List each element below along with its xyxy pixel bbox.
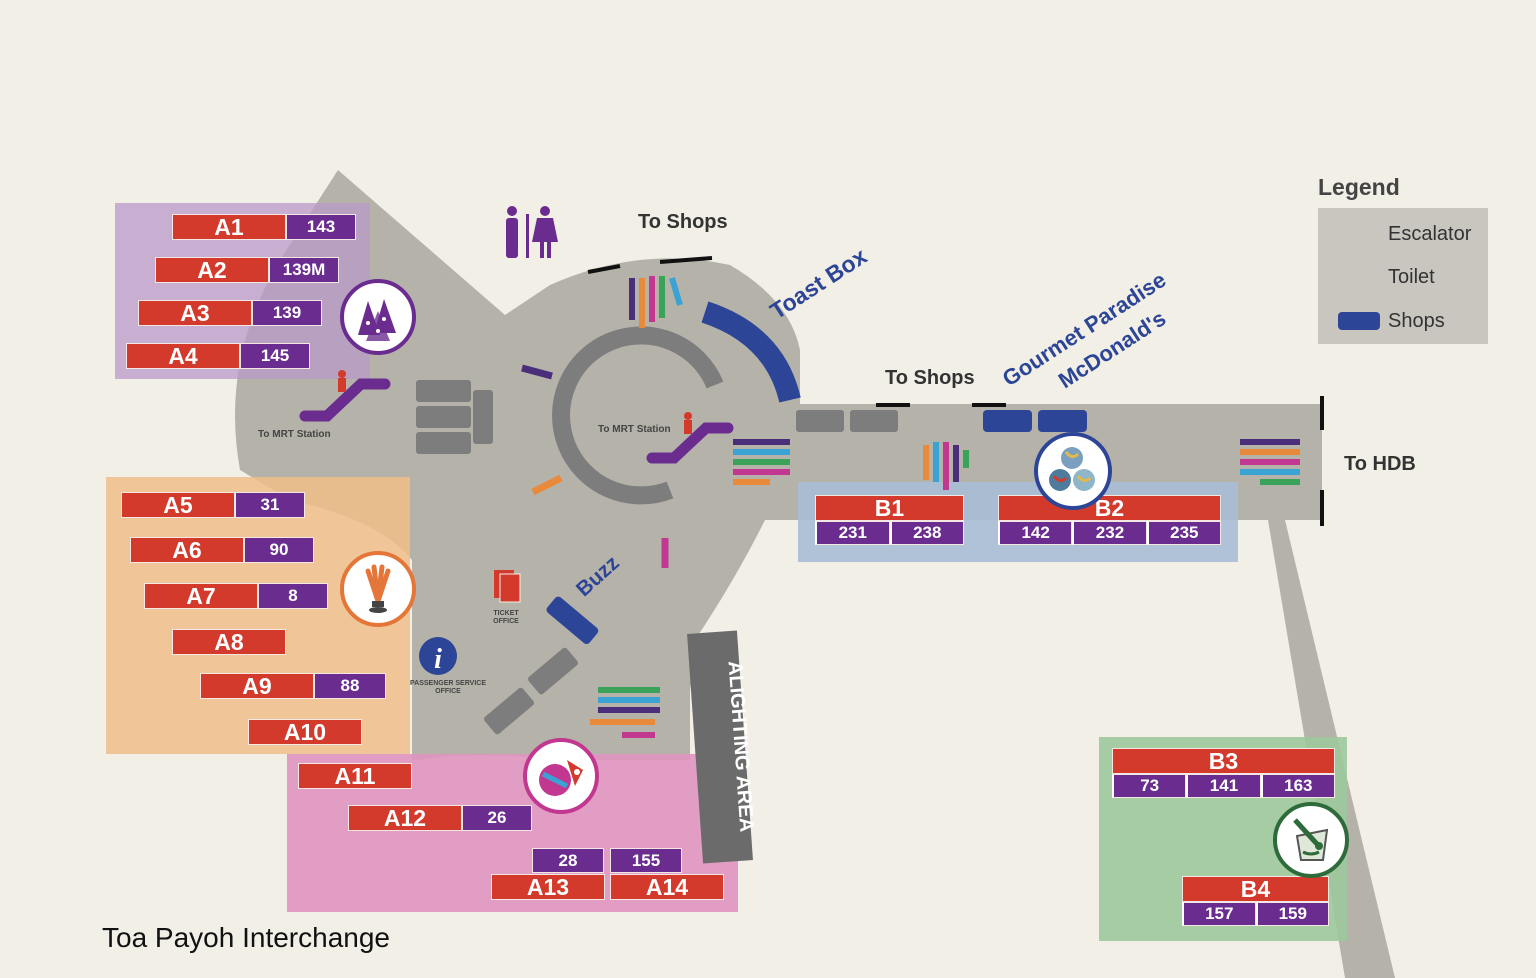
zone-emblem-purple-icon	[340, 279, 416, 355]
escalator-icon	[646, 412, 734, 464]
bench	[528, 647, 578, 695]
bench	[850, 410, 898, 432]
legend-panel: Escalator Toilet Shops	[1318, 208, 1488, 344]
ticket-office-icon	[494, 570, 521, 603]
to-hdb-label: To HDB	[1344, 453, 1416, 475]
legend-title: Legend	[1318, 174, 1400, 200]
route-number: 145	[240, 343, 310, 369]
info-icon: i	[419, 637, 457, 675]
ticket-office-label: TICKET OFFICE	[493, 610, 519, 625]
route-number: 157	[1182, 902, 1256, 926]
berth-a5: A5 31	[121, 492, 305, 518]
berth-a13-route: 28	[532, 848, 604, 873]
bench	[796, 410, 844, 432]
legend-shops-icon	[1338, 312, 1380, 330]
mrt-ring	[552, 326, 724, 505]
legend-escalator-label: Escalator	[1388, 223, 1472, 245]
berth-b2: B2 142 232 235	[998, 495, 1221, 545]
map-title: Toa Payoh Interchange	[102, 922, 390, 953]
zone-emblem-green-icon	[1273, 802, 1349, 878]
berth-code: A6	[130, 537, 244, 563]
berth-a12: A12 26	[348, 805, 532, 831]
berth-code: B4	[1182, 876, 1329, 902]
berth-a14-route: 155	[610, 848, 682, 873]
berth-a4: A4 145	[126, 343, 310, 369]
route-number: 155	[610, 848, 682, 873]
berth-code: A13	[491, 874, 605, 900]
route-number: 141	[1186, 774, 1261, 798]
route-number: 73	[1112, 774, 1187, 798]
berth-code: A7	[144, 583, 258, 609]
route-number: 159	[1255, 902, 1329, 926]
berth-code: A8	[172, 629, 286, 655]
legend-toilet-label: Toilet	[1388, 266, 1435, 288]
shop-toast-box	[701, 301, 801, 403]
route-number: 142	[998, 521, 1073, 545]
berth-code: A2	[155, 257, 269, 283]
to-mrt-left-label: To MRT Station	[258, 429, 331, 440]
route-number: 31	[235, 492, 305, 518]
route-number: 232	[1072, 521, 1147, 545]
berth-b3: B3 73 141 163	[1112, 748, 1335, 798]
berth-code: A11	[298, 763, 412, 789]
berth-code: B1	[815, 495, 964, 521]
route-number: 143	[286, 214, 356, 240]
bench	[473, 390, 493, 444]
alighting-area-box	[687, 630, 753, 864]
escalator-icon	[299, 370, 391, 422]
berth-a6: A6 90	[130, 537, 314, 563]
berth-a7: A7 8	[144, 583, 328, 609]
berth-a13: A13	[491, 874, 605, 900]
berth-a14: A14	[610, 874, 724, 900]
berth-code: A10	[248, 719, 362, 745]
legend-shops-label: Shops	[1388, 310, 1445, 332]
bench	[416, 432, 471, 454]
route-number: 163	[1260, 774, 1335, 798]
bench	[416, 406, 471, 428]
route-number: 90	[244, 537, 314, 563]
berth-a3: A3 139	[138, 300, 322, 326]
to-mrt-center-label: To MRT Station	[598, 424, 671, 435]
route-number: 139	[252, 300, 322, 326]
berth-a2: A2 139M	[155, 257, 339, 283]
berth-a11: A11	[298, 763, 412, 789]
berth-code: A12	[348, 805, 462, 831]
berth-code: B2	[998, 495, 1221, 521]
berth-code: A9	[200, 673, 314, 699]
berth-b4: B4 157 159	[1182, 876, 1329, 926]
zone-emblem-pink-icon	[523, 738, 599, 814]
berth-code: A3	[138, 300, 252, 326]
direction-arrows	[590, 276, 1300, 738]
to-shops-top-label: To Shops	[638, 211, 728, 233]
route-number: 235	[1146, 521, 1221, 545]
zone-emblem-blue-icon	[1034, 432, 1112, 510]
berth-code: A4	[126, 343, 240, 369]
berth-b1: B1 231 238	[815, 495, 964, 545]
berth-a1: A1 143	[172, 214, 356, 240]
shop-mcdonalds	[1038, 410, 1087, 432]
berth-a8: A8	[172, 629, 286, 655]
to-shops-mid-label: To Shops	[885, 367, 975, 389]
route-number: 231	[815, 521, 890, 545]
route-number: 26	[462, 805, 532, 831]
berth-a9: A9 88	[200, 673, 386, 699]
bench	[416, 380, 471, 402]
shop-gourmet	[983, 410, 1032, 432]
route-number: 238	[889, 521, 964, 545]
bench	[484, 687, 534, 735]
toilet-icon	[506, 206, 558, 258]
berth-a10: A10	[248, 719, 362, 745]
passenger-service-label: PASSENGER SERVICE OFFICE	[410, 680, 486, 695]
route-number: 139M	[269, 257, 339, 283]
zone-emblem-orange-icon	[340, 551, 416, 627]
berth-code: A14	[610, 874, 724, 900]
shop-buzz	[546, 596, 599, 645]
route-number: 8	[258, 583, 328, 609]
berth-code: A5	[121, 492, 235, 518]
route-number: 28	[532, 848, 604, 873]
svg-text:i: i	[434, 644, 442, 675]
berth-code: B3	[1112, 748, 1335, 774]
berth-code: A1	[172, 214, 286, 240]
route-number: 88	[314, 673, 386, 699]
